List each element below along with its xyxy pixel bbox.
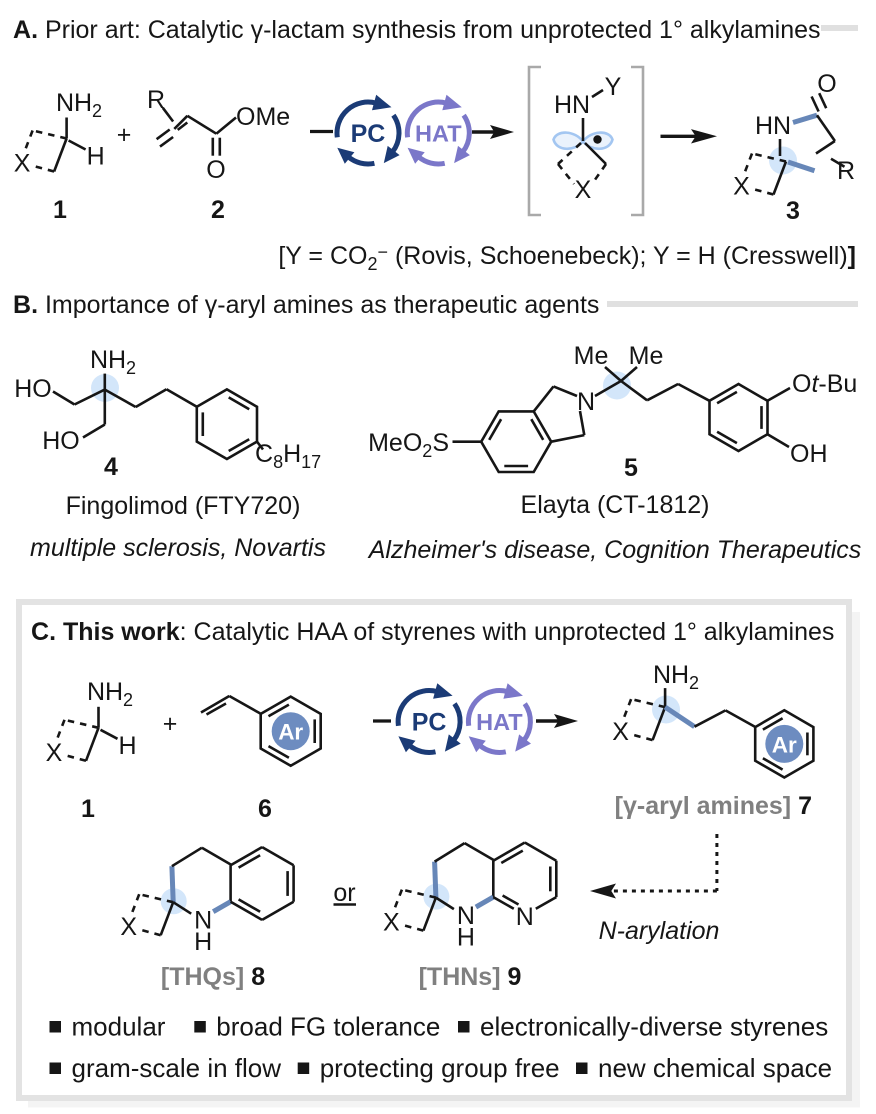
svg-text:gram-scale in flow: gram-scale in flow	[72, 1053, 282, 1083]
svg-text:B. Importance of γ-aryl amines: B. Importance of γ-aryl amines as therap…	[13, 291, 599, 319]
svg-text:Fingolimod (FTY720): Fingolimod (FTY720)	[66, 492, 301, 520]
svg-text:or: or	[333, 879, 355, 907]
svg-text:protecting group free: protecting group free	[320, 1053, 560, 1083]
svg-text:H: H	[457, 924, 475, 952]
svg-text:HAT: HAT	[415, 121, 462, 147]
svg-text:PC: PC	[412, 709, 447, 737]
svg-text:R: R	[837, 157, 855, 185]
svg-text:N: N	[516, 903, 534, 931]
svg-text:HN: HN	[554, 91, 590, 119]
svg-text:H: H	[118, 732, 136, 760]
svg-text:modular: modular	[72, 1012, 166, 1042]
svg-text:N: N	[194, 907, 212, 935]
svg-text:HO: HO	[14, 375, 52, 403]
svg-text:5: 5	[624, 454, 638, 482]
svg-text:C8H17: C8H17	[255, 440, 321, 472]
svg-text:Y: Y	[605, 73, 622, 101]
svg-text:X: X	[46, 739, 63, 767]
svg-text:N: N	[457, 902, 475, 930]
svg-text:[Y = CO2− (Rovis, Schoenebeck): [Y = CO2− (Rovis, Schoenebeck); Y = H (C…	[278, 242, 856, 274]
svg-text:2: 2	[211, 196, 225, 224]
svg-text:Me: Me	[629, 342, 664, 370]
svg-text:1: 1	[81, 795, 95, 823]
svg-text:X: X	[612, 718, 629, 746]
svg-text:NH2: NH2	[653, 661, 699, 693]
svg-text:X: X	[733, 173, 750, 201]
svg-text:MeO2S: MeO2S	[368, 429, 449, 461]
svg-text:Ar: Ar	[278, 720, 303, 745]
svg-text:A. Prior art: Catalytic γ-lact: A. Prior art: Catalytic γ-lactam synthes…	[13, 16, 821, 44]
svg-text:X: X	[575, 176, 592, 204]
svg-text:H: H	[194, 928, 212, 956]
svg-text:O: O	[206, 156, 225, 184]
svg-text:+: +	[163, 710, 178, 738]
svg-text:electronically-diverse styrene: electronically-diverse styrenes	[480, 1012, 828, 1042]
svg-text:new chemical space: new chemical space	[598, 1053, 832, 1083]
svg-text:Ar: Ar	[772, 732, 797, 757]
svg-text:[THQs] 8: [THQs] 8	[161, 963, 265, 991]
svg-text:N-arylation: N-arylation	[599, 917, 720, 945]
svg-text:Ot-Bu: Ot-Bu	[792, 370, 857, 398]
svg-text:broad FG tolerance: broad FG tolerance	[216, 1012, 440, 1042]
svg-text:[THNs] 9: [THNs] 9	[419, 963, 522, 991]
svg-text:X: X	[383, 909, 400, 937]
svg-text:X: X	[14, 150, 31, 178]
svg-text:6: 6	[258, 795, 272, 823]
svg-text:O: O	[817, 70, 836, 98]
svg-text:NH2: NH2	[90, 346, 136, 378]
svg-text:multiple sclerosis, Novartis: multiple sclerosis, Novartis	[30, 534, 326, 562]
svg-text:1: 1	[53, 196, 67, 224]
svg-text:4: 4	[104, 453, 118, 481]
svg-text:N: N	[577, 388, 595, 416]
svg-text:Me: Me	[574, 342, 609, 370]
svg-text:X: X	[120, 913, 137, 941]
svg-text:HN: HN	[755, 112, 791, 140]
svg-text:HAT: HAT	[476, 709, 523, 735]
svg-text:[γ-aryl amines] 7: [γ-aryl amines] 7	[615, 792, 812, 820]
svg-text:PC: PC	[351, 120, 386, 148]
svg-text:OH: OH	[790, 440, 828, 468]
svg-text:Elayta (CT-1812): Elayta (CT-1812)	[521, 491, 710, 519]
svg-text:HO: HO	[42, 427, 80, 455]
svg-text:OMe: OMe	[236, 103, 290, 131]
svg-text:C. This work: Catalytic HAA of: C. This work: Catalytic HAA of styrenes …	[31, 618, 834, 646]
svg-text:+: +	[117, 121, 132, 149]
svg-text:Alzheimer's disease, Cognition: Alzheimer's disease, Cognition Therapeut…	[367, 536, 862, 564]
svg-text:H: H	[87, 143, 105, 171]
svg-text:R: R	[147, 86, 165, 114]
svg-text:3: 3	[786, 197, 800, 225]
